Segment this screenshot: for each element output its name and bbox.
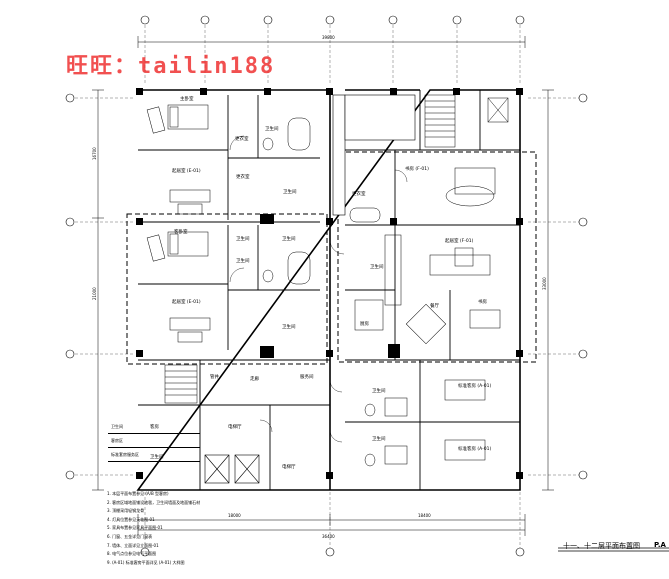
exterior-walls [136, 89, 521, 491]
dim-bottom-right: 18400 [418, 513, 431, 518]
room-label: 管井 [210, 373, 219, 380]
legend-row: 客房区 [108, 434, 200, 448]
note-line: 1. 本层平面布置参见 (A/B 型客房) [107, 491, 169, 496]
dim-bottom-left: 18000 [228, 513, 241, 518]
room-label: 主卧室 [180, 95, 194, 102]
dim-right: 33000 [542, 277, 547, 290]
room-label: 卫生间 [236, 257, 250, 264]
room-label: 书房 (F-01) [405, 165, 429, 172]
room-label: 电梯厅 [228, 423, 242, 430]
room-label: 卫生间 [150, 453, 164, 460]
stairs [164, 94, 509, 404]
note-line: 6. 门窗、五金详见门窗表 [107, 533, 153, 539]
corridor-wall [332, 94, 346, 216]
axis-bubbles [65, 15, 588, 557]
legend-table: 卫生间 客房区 标准套房服务区 [108, 420, 200, 462]
note-line: 3. 顶棚采用轻钢龙骨 [107, 508, 145, 514]
room-label: 卫生间 [282, 235, 296, 242]
room-label: 起居室 (E-01) [172, 167, 201, 174]
sheet-number: P.A [654, 541, 666, 549]
bathroom-fixtures [262, 117, 408, 467]
title-block-lines [558, 547, 669, 552]
door-swings [229, 135, 408, 443]
room-label: 起居室 (E-01) [172, 298, 201, 305]
room-label: 更衣室 [236, 173, 250, 180]
room-label: 卫生间 [283, 188, 297, 195]
room-label: 厨房 [360, 320, 369, 327]
room-label: 标准客房 (A-01) [458, 382, 492, 389]
room-label: 卫生间 [282, 323, 296, 330]
furniture [146, 104, 501, 461]
room-label: 卫生间 [236, 235, 250, 242]
note-line: 5. 家具布置参见家具平面图-01 [107, 525, 163, 531]
interior-walls [138, 90, 520, 490]
dim-left-upper: 16700 [92, 147, 97, 160]
watermark-text: 旺旺：tailin188 [66, 54, 276, 79]
legend-row: 卫生间 [108, 420, 200, 434]
room-label: 卫生间 [372, 435, 386, 442]
drawing-notes: 1. 本层平面布置参见 (A/B 型客房) 2. 客房区域地面铺设地毯，卫生间墙… [107, 490, 257, 567]
room-label: 起居室 (F-01) [445, 237, 474, 244]
dim-bottom-total: 36400 [322, 534, 335, 539]
axis-lines [75, 20, 580, 550]
room-label: 更衣室 [235, 135, 249, 142]
note-line: 7. 墙体、立面详见立面图-01 [107, 542, 159, 548]
room-label: 标准客房 (A-01) [458, 445, 492, 452]
note-line: 2. 客房区域地面铺设地毯，卫生间墙面及地面铺石材 [107, 499, 201, 505]
structural-columns [136, 88, 523, 479]
note-line: 9. (A-01) 标准客房平面详见 (A-01) 大样图 [107, 559, 185, 565]
room-label: 电梯厅 [282, 463, 296, 470]
legend-row: 标准套房服务区 [108, 448, 200, 462]
room-label: 走廊 [250, 375, 259, 382]
room-label: 客卧室 [174, 228, 188, 235]
room-label: 服务间 [300, 373, 314, 380]
room-label: 餐厅 [430, 302, 439, 309]
room-label: 更衣室 [352, 190, 366, 197]
note-line: 4. 灯具位置参见天花图-01 [107, 516, 155, 522]
shaft-hatch [344, 94, 416, 141]
room-label: 卫生间 [372, 387, 386, 394]
note-line: 8. 电气点位参见电气平面图 [107, 551, 157, 557]
dimension-lines [92, 36, 554, 536]
room-label: 卫生间 [370, 263, 384, 270]
room-label: 卫生间 [265, 125, 279, 132]
room-label: 书房 [478, 298, 487, 305]
elevators [204, 454, 260, 484]
room-label: 客房 [150, 423, 159, 430]
suite-zone-outlines [126, 151, 537, 365]
dim-left-lower: 21000 [92, 287, 97, 300]
dim-top: 39800 [322, 35, 335, 40]
drawing-title: 十一、十二层平面布置图 [563, 542, 640, 550]
